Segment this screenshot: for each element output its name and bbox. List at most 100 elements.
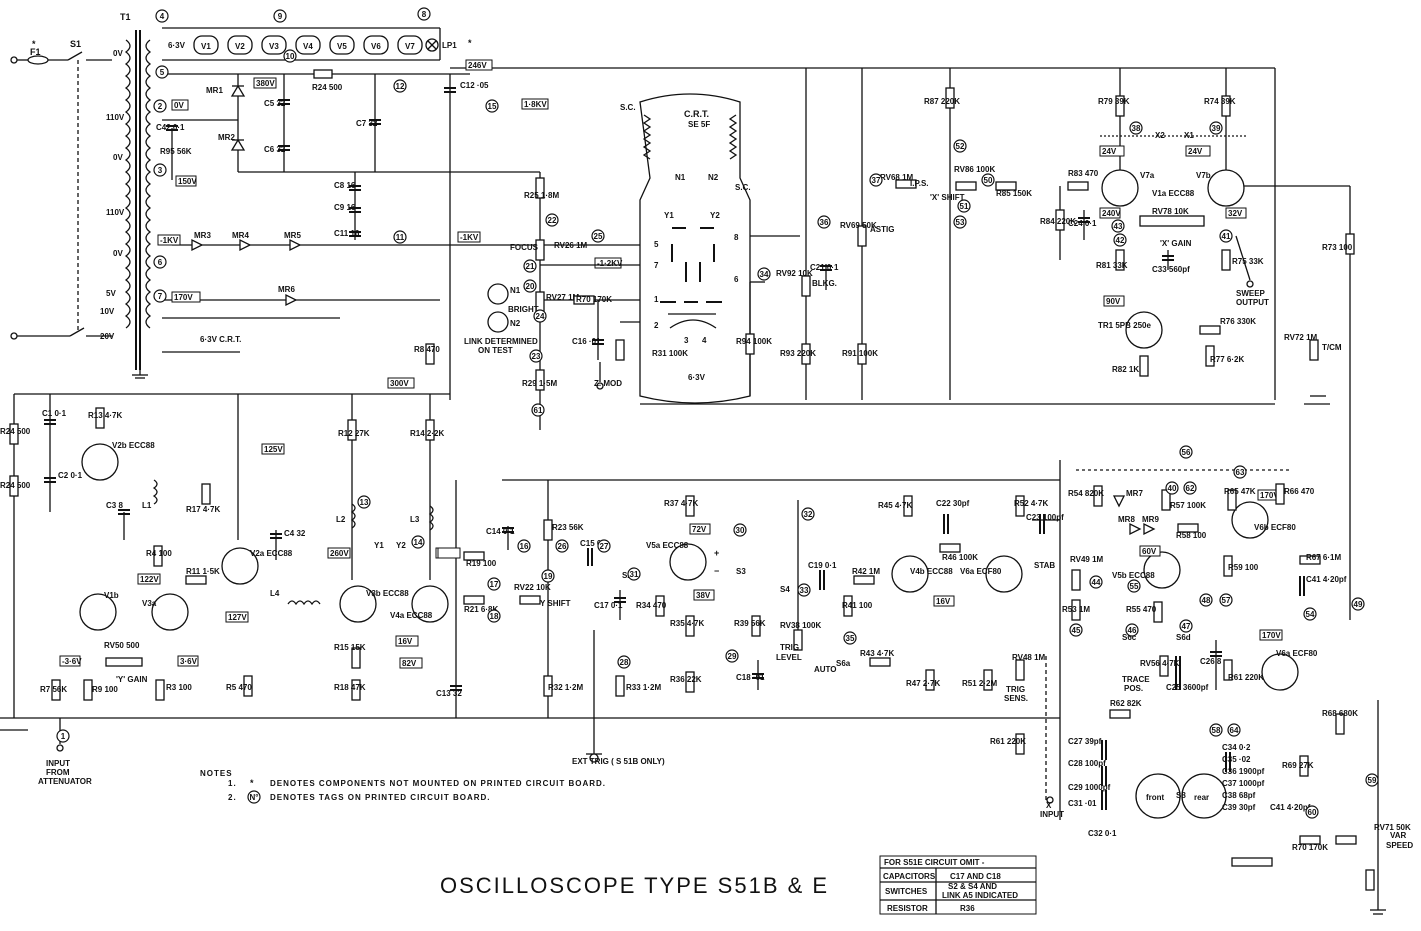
pcb-tag-57	[1219, 593, 1233, 607]
svg-text:R34 470: R34 470	[636, 601, 667, 610]
pcb-tag-6	[153, 255, 167, 269]
page-title: OSCILLOSCOPE TYPE S51B & E	[440, 873, 829, 898]
svg-text:V5a ECC88: V5a ECC88	[646, 541, 689, 550]
svg-text:6: 6	[734, 275, 739, 284]
pcb-tag-label: 40	[1168, 484, 1177, 493]
pcb-tag-label: 45	[1072, 626, 1081, 635]
pcb-tag-51	[957, 199, 971, 213]
pcb-tag-14	[411, 535, 425, 549]
pcb-tags: 1234567891011121314151617181920212223242…	[56, 7, 1379, 819]
power-input: * F1 S1	[10, 39, 112, 340]
svg-text:R77 6·2K: R77 6·2K	[1210, 355, 1244, 364]
svg-text:MR3: MR3	[194, 231, 211, 240]
svg-text:R3 100: R3 100	[166, 683, 192, 692]
label-x-input-1: X	[1046, 801, 1052, 810]
pcb-tag-label: 7	[158, 292, 163, 301]
svg-text:C34 0·2: C34 0·2	[1222, 743, 1251, 752]
pcb-tag-10	[283, 49, 297, 63]
notes: NOTES 1. * DENOTES COMPONENTS NOT MOUNTE…	[200, 769, 605, 804]
svg-text:R5 470: R5 470	[226, 683, 252, 692]
pcb-tag-50	[981, 173, 995, 187]
label-from: FROM	[46, 768, 70, 777]
svg-text:RV69 50K: RV69 50K	[840, 221, 877, 230]
notes-heading: NOTES	[200, 769, 233, 778]
svg-text:8: 8	[734, 233, 739, 242]
svg-text:R21 6·8K: R21 6·8K	[464, 605, 498, 614]
pcb-tag-label: 46	[1128, 626, 1137, 635]
svg-text:RV92 10K: RV92 10K	[776, 269, 813, 278]
range-switch-rear-icon[interactable]	[1181, 773, 1227, 819]
x-amp-v7: R79 39K R74 39K V7a V7b V1a ECC88 X2 X1 …	[1096, 68, 1355, 620]
pcb-tag-38	[1129, 121, 1143, 135]
label-x-shift: 'X' SHIFT	[930, 193, 965, 202]
svg-text:S2: S2	[622, 571, 632, 580]
svg-text:R84 220K: R84 220K	[1040, 217, 1076, 226]
svg-text:R55 470: R55 470	[1126, 605, 1157, 614]
range-switch-front-icon[interactable]	[1135, 773, 1181, 819]
crt-tube: C.R.T. SE 5F S.C. S.C. N1 N2 Y1 Y2 5 7 1…	[540, 93, 800, 404]
pcb-tag-label: 60	[1308, 808, 1317, 817]
valve-v6b-icon	[1231, 501, 1269, 539]
pcb-tag-label: 12	[396, 82, 405, 91]
pcb-tag-label: 57	[1222, 596, 1231, 605]
timebase: RV49 1M R53 1M R54 820K MR7 MR8 MR9 R57 …	[990, 460, 1413, 915]
svg-text:C25 3600pf: C25 3600pf	[1166, 683, 1209, 692]
pcb-tag-label: 1	[61, 732, 66, 741]
transformer-t1: T1 0V 110V 0V 110V 0V 5V 10V 20V	[100, 12, 152, 379]
svg-text:C3 8: C3 8	[106, 501, 123, 510]
svg-text:127V: 127V	[228, 613, 247, 622]
pcb-tag-label: 31	[630, 570, 639, 579]
svg-text:R24 500: R24 500	[0, 427, 31, 436]
heater-v1: V1	[193, 35, 219, 55]
svg-text:RV72 1M: RV72 1M	[1284, 333, 1318, 342]
svg-text:R23 56K: R23 56K	[552, 523, 584, 532]
transistor-tr1-icon	[1125, 311, 1163, 349]
svg-text:R46 100K: R46 100K	[942, 553, 978, 562]
pcb-tag-label: 11	[396, 233, 405, 242]
svg-text:MR5: MR5	[284, 231, 301, 240]
svg-text:C16 ·01: C16 ·01	[572, 337, 601, 346]
svg-text:C2 0·1: C2 0·1	[58, 471, 83, 480]
svg-text:R8 470: R8 470	[414, 345, 440, 354]
svg-text:V5: V5	[337, 42, 347, 51]
pcb-tag-12	[393, 79, 407, 93]
pcb-tag-15	[485, 99, 499, 113]
svg-text:82V: 82V	[402, 659, 417, 668]
diode-mr5	[289, 238, 302, 252]
svg-text:C8 16: C8 16	[334, 181, 356, 190]
pcb-tag-20	[523, 279, 537, 293]
pcb-tag-27	[597, 539, 611, 553]
pcb-tag-49	[1351, 597, 1365, 611]
svg-text:LP1: LP1	[442, 41, 457, 50]
pcb-tag-label: 27	[600, 542, 609, 551]
svg-text:1·8KV: 1·8KV	[524, 100, 547, 109]
svg-text:S6d: S6d	[1176, 633, 1191, 642]
svg-text:246V: 246V	[468, 61, 487, 70]
label-bright: BRIGHT	[508, 305, 539, 314]
pcb-tag-label: 30	[736, 526, 745, 535]
svg-text:V7b: V7b	[1196, 171, 1211, 180]
pcb-tag-17	[487, 577, 501, 591]
label-astig: ASTIG	[870, 225, 894, 234]
svg-text:24V: 24V	[1188, 147, 1203, 156]
svg-text:R25 1·8M: R25 1·8M	[524, 191, 559, 200]
pcb-tag-34	[757, 267, 771, 281]
label-link: LINK DETERMINED	[464, 337, 538, 346]
valve-v3b-icon	[411, 585, 449, 623]
resistor-r24	[313, 69, 333, 79]
svg-text:V6a ECF80: V6a ECF80	[960, 567, 1002, 576]
label-z-mod: Z. MOD	[594, 379, 622, 388]
svg-text:V2a ECC88: V2a ECC88	[250, 549, 293, 558]
svg-text:L3: L3	[410, 515, 420, 524]
pcb-tag-45	[1069, 623, 1083, 637]
svg-text:0V: 0V	[113, 153, 123, 162]
svg-text:R73 100: R73 100	[1322, 243, 1353, 252]
svg-text:C22 30pf: C22 30pf	[936, 499, 970, 508]
diode-mr1	[230, 84, 246, 97]
label-front: front	[1146, 793, 1165, 802]
pcb-tag-label: 39	[1212, 124, 1221, 133]
pcb-tag-22	[545, 213, 559, 227]
pcb-tag-label: 6	[158, 258, 163, 267]
svg-text:V1a ECC88: V1a ECC88	[1152, 189, 1195, 198]
pcb-tag-48	[1199, 593, 1213, 607]
